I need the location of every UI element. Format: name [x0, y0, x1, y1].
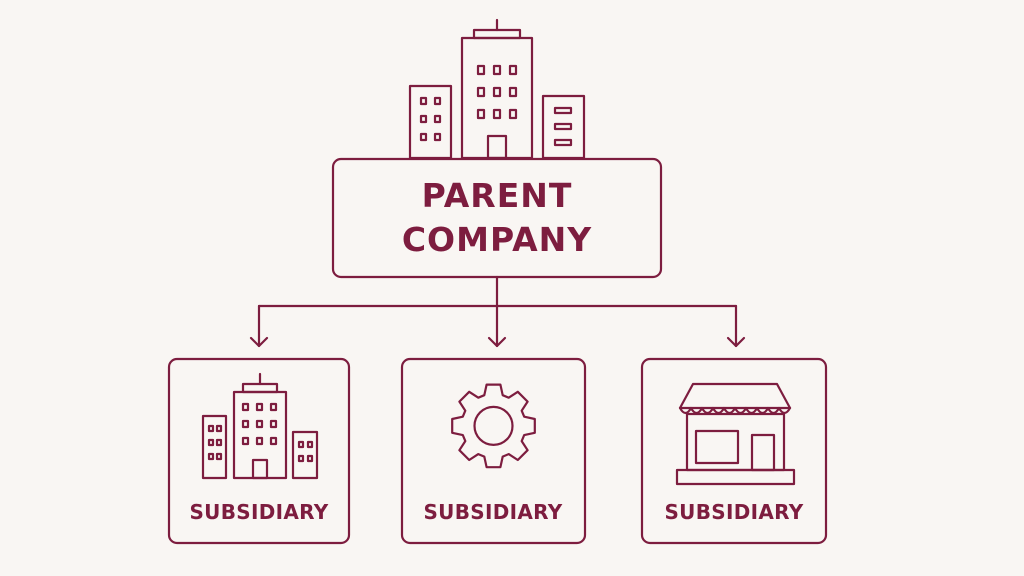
subsidiary-box [640, 357, 828, 545]
subsidiary-label: SUBSIDIARY [189, 500, 329, 524]
parent-label-line1: PARENT [421, 176, 573, 215]
parent-label-line2: COMPANY [401, 220, 593, 259]
subsidiary-label: SUBSIDIARY [664, 500, 804, 524]
connector-lines [257, 275, 738, 348]
subsidiary-label: SUBSIDIARY [423, 500, 563, 524]
storefront-icon [675, 382, 796, 486]
arrow-down-icon [487, 336, 507, 348]
subsidiary-box [400, 357, 587, 545]
office-buildings-icon [408, 18, 586, 160]
parent-company-label: PARENT COMPANY [334, 160, 660, 276]
office-buildings-icon [201, 372, 319, 480]
gear-icon [451, 383, 536, 469]
arrow-down-icon [726, 336, 746, 348]
arrow-down-icon [249, 336, 269, 348]
subsidiary-box [167, 357, 351, 545]
